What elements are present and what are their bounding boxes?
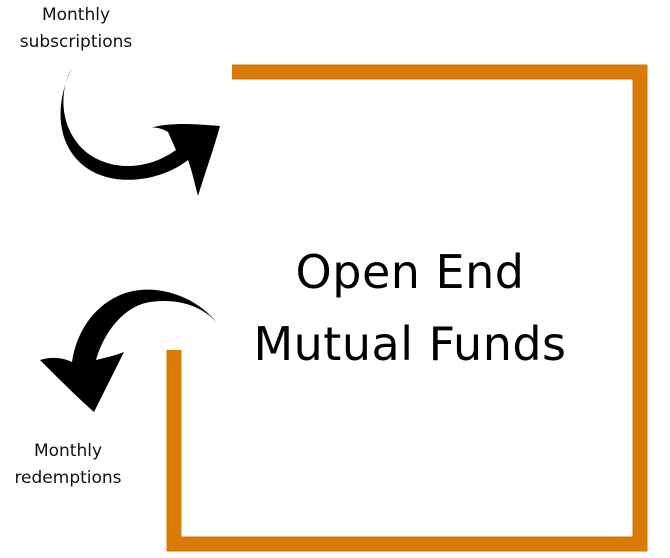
subscriptions-label-line-1: Monthly: [41, 5, 111, 25]
diagram-title-line-1: Open End: [295, 245, 525, 299]
redemptions-label-line-2: redemptions: [14, 468, 122, 488]
curved-arrow-out-icon: [40, 289, 216, 412]
redemptions-label-line-1: Monthly: [33, 441, 103, 461]
subscriptions-label-line-2: subscriptions: [19, 32, 133, 52]
curved-arrow-in-icon: [60, 68, 220, 196]
redemptions-label: Monthly redemptions: [0, 438, 136, 492]
diagram-title-line-2: Mutual Funds: [253, 317, 567, 371]
fund-frame: [166, 64, 648, 552]
subscriptions-label: Monthly subscriptions: [0, 2, 152, 56]
